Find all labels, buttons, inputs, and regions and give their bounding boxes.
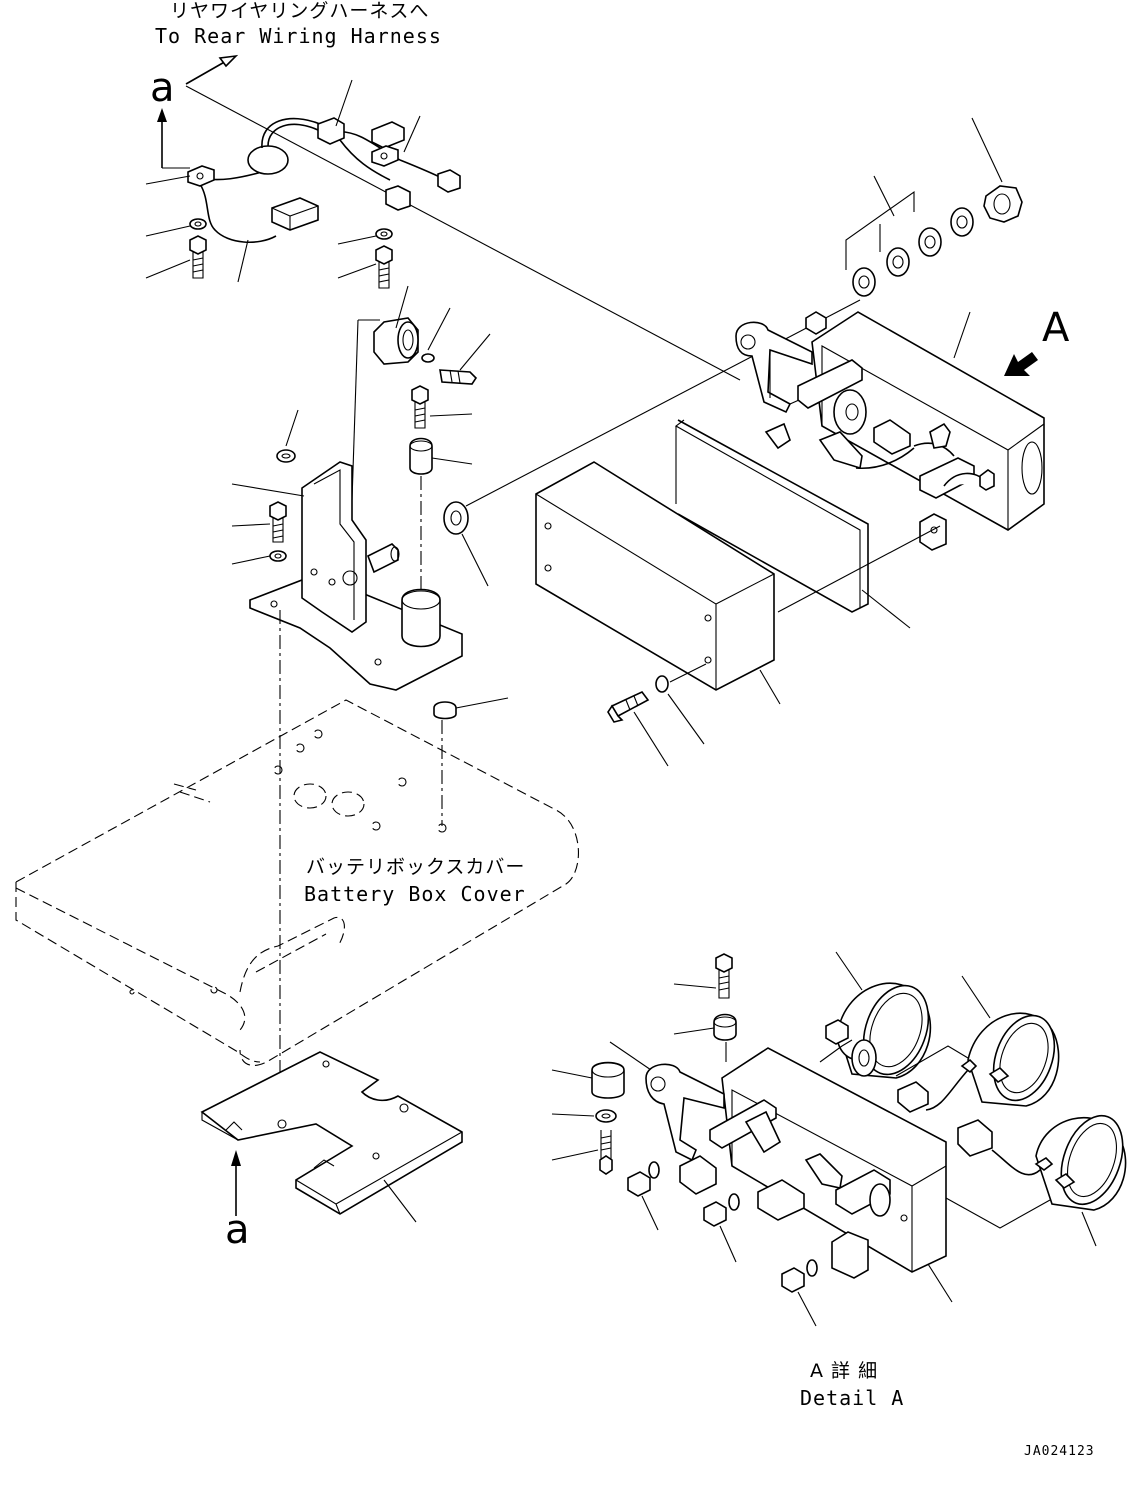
cover-label-jp: バッテリボックスカバー [306, 856, 526, 878]
drawing-code: JA024123 [1024, 1444, 1095, 1459]
battery-box-cover-outline [15, 699, 579, 1066]
ref-arrow-a-top: a [150, 65, 175, 111]
gauge-bracket [231, 285, 861, 1112]
ref-arrow-a-bottom: a [225, 1207, 250, 1253]
harness-label-en: To Rear Wiring Harness [155, 24, 442, 48]
bottom-plate [200, 1051, 463, 1223]
box-cover [535, 419, 941, 767]
detail-label-jp: A 詳 細 [810, 1360, 879, 1382]
detail-label-en: Detail A [800, 1386, 905, 1410]
view-a-marker: A [1042, 305, 1070, 351]
gauge-box [735, 117, 1045, 551]
cover-label-en: Battery Box Cover [304, 882, 526, 906]
wiring-harness [145, 54, 741, 381]
harness-label-jp: リヤワイヤリングハーネスへ [170, 0, 430, 22]
detail-a [551, 951, 1127, 1327]
